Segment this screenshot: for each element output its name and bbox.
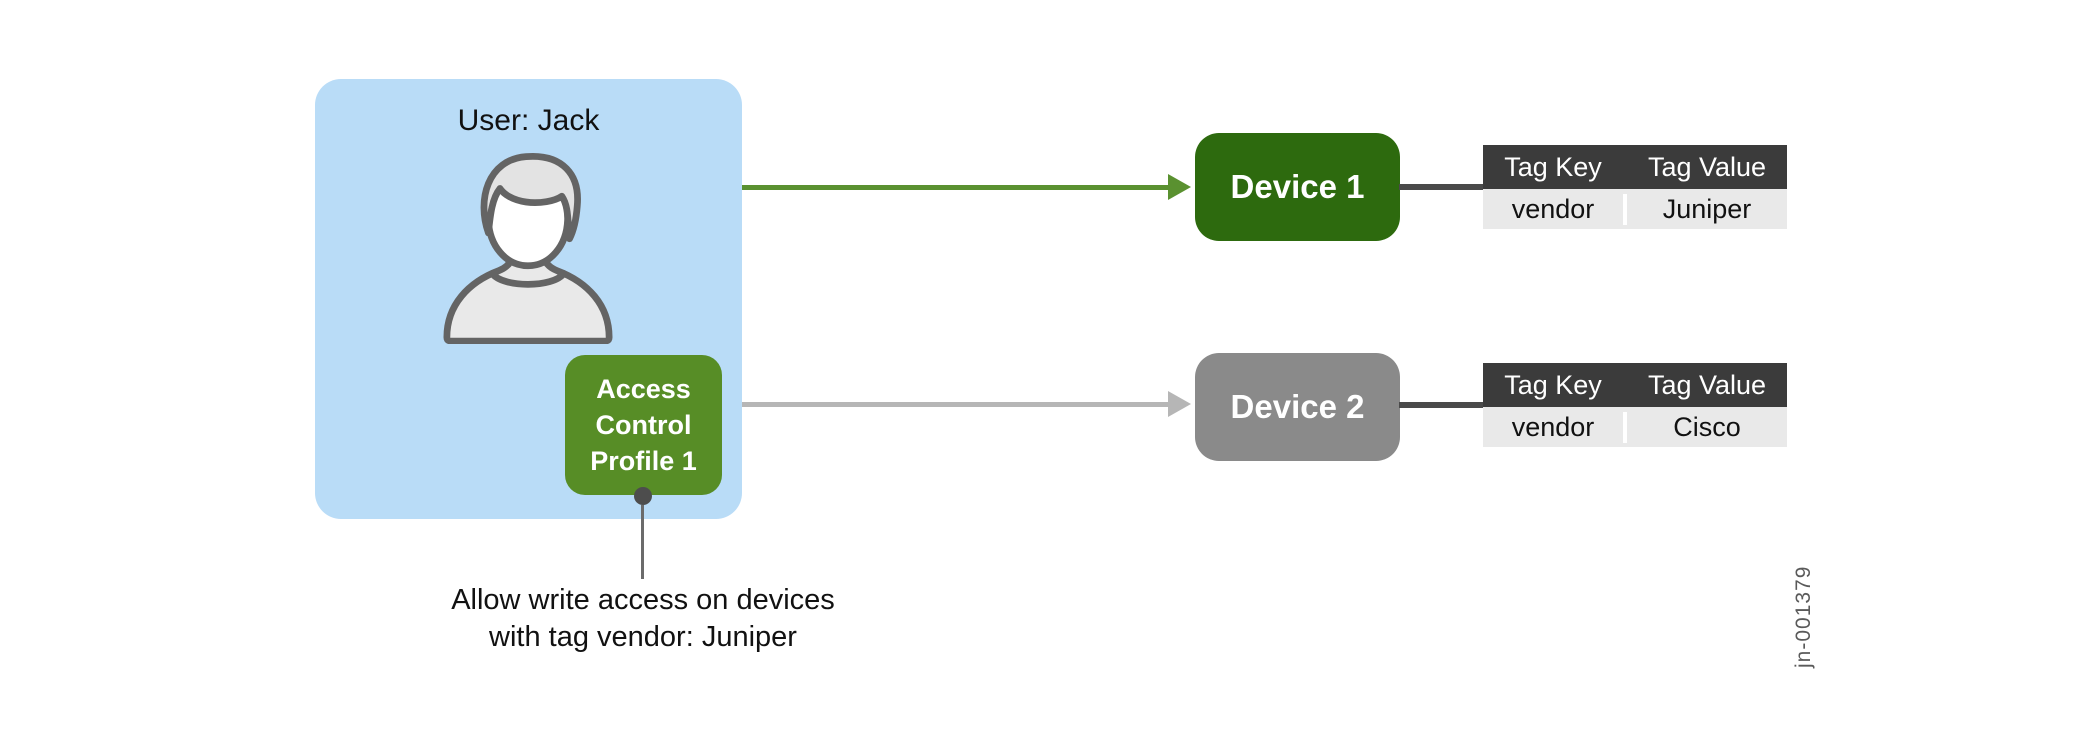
arrow-to-device1: [742, 185, 1170, 190]
device2-node: Device 2: [1195, 353, 1400, 461]
arrow-to-device2: [742, 402, 1170, 407]
device1-node: Device 1: [1195, 133, 1400, 241]
callout-dot: [634, 487, 652, 505]
access-control-profile-box: Access Control Profile 1: [565, 355, 722, 495]
tag-table-row: vendor Cisco: [1483, 407, 1787, 447]
tag-value-header: Tag Value: [1647, 369, 1767, 400]
tag-value-header: Tag Value: [1647, 151, 1767, 182]
annotation-line-1: Allow write access on devices: [451, 584, 835, 616]
annotation-line-2: with tag vendor: Juniper: [489, 621, 797, 653]
callout-line: [641, 505, 644, 579]
tag-table-header: Tag Key Tag Value: [1483, 363, 1787, 407]
tag-value-cell: Juniper: [1662, 193, 1752, 224]
device2-table-connector: [1399, 402, 1483, 408]
tag-key-cell: vendor: [1483, 193, 1627, 225]
profile-annotation: Allow write access on devices with tag v…: [433, 582, 853, 656]
arrowhead-to-device1: [1168, 174, 1191, 200]
acp-line: Profile 1: [590, 446, 697, 476]
device1-label: Device 1: [1230, 168, 1365, 205]
acp-line: Control: [595, 410, 692, 440]
device1-tag-table: Tag Key Tag Value vendor Juniper: [1483, 145, 1787, 229]
device2-tag-table: Tag Key Tag Value vendor Cisco: [1483, 363, 1787, 447]
device1-table-connector: [1399, 184, 1483, 190]
tag-table-row: vendor Juniper: [1483, 189, 1787, 229]
tag-table-header: Tag Key Tag Value: [1483, 145, 1787, 189]
tag-key-header: Tag Key: [1504, 369, 1602, 400]
user-label: User: Jack: [457, 104, 600, 137]
tag-value-cell: Cisco: [1673, 411, 1741, 442]
tag-key-header: Tag Key: [1504, 151, 1602, 182]
arrowhead-to-device2: [1168, 391, 1191, 417]
acp-line: Access: [596, 374, 691, 404]
tag-key-cell: vendor: [1483, 411, 1627, 443]
person-icon: [443, 153, 613, 344]
device2-label: Device 2: [1230, 388, 1365, 425]
figure-id-label: jn-001379: [1792, 565, 1815, 668]
